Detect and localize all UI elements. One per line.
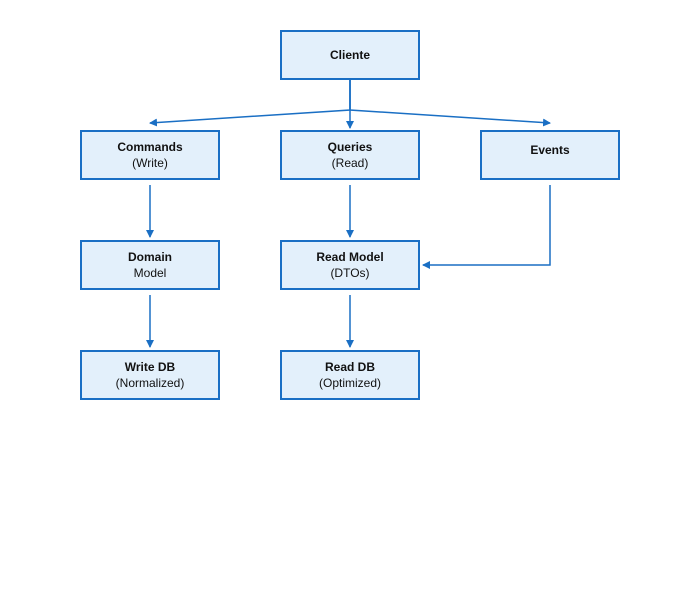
node-queries: Queries (Read)	[280, 130, 420, 180]
edge-events-read-model	[422, 185, 551, 269]
node-read-db-subtitle: (Optimized)	[318, 376, 381, 390]
node-read-model-subtitle: (DTOs)	[330, 266, 370, 280]
node-domain-subtitle: Model	[133, 266, 167, 280]
node-events-title: Events	[530, 143, 570, 157]
node-read-db-title: Read DB	[324, 360, 375, 374]
node-write-db-subtitle: (Normalized)	[115, 376, 185, 390]
edge-cliente-events	[349, 80, 551, 127]
node-commands-title: Commands	[117, 140, 183, 154]
node-queries-title: Queries	[327, 140, 373, 154]
node-domain: Domain Model	[80, 240, 220, 290]
node-read-model-title: Read Model	[316, 250, 384, 264]
node-read-db: Read DB (Optimized)	[280, 350, 420, 400]
node-commands-subtitle: (Write)	[132, 156, 168, 170]
node-events: Events	[480, 130, 620, 180]
node-cliente: Cliente	[280, 30, 420, 80]
node-read-model: Read Model (DTOs)	[280, 240, 420, 290]
node-commands: Commands (Write)	[80, 130, 220, 180]
node-cliente-title: Cliente	[329, 48, 370, 62]
node-domain-title: Domain	[127, 250, 172, 264]
node-write-db-title: Write DB	[124, 360, 176, 374]
node-write-db: Write DB (Normalized)	[80, 350, 220, 400]
node-queries-subtitle: (Read)	[331, 156, 369, 170]
edge-cliente-commands	[149, 80, 351, 127]
